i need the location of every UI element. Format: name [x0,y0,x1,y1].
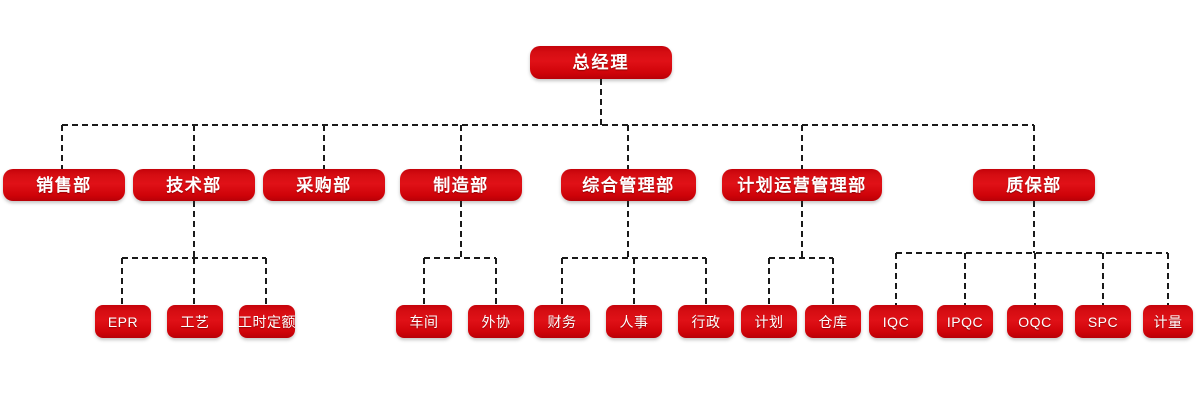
node-general-mgmt[interactable]: 综合管理部 [561,169,696,201]
node-general-mgmt-label: 综合管理部 [582,175,675,195]
node-root-label: 总经理 [572,53,630,72]
node-labor-quota[interactable]: 工时定额 [238,305,296,338]
node-oqc[interactable]: OQC [1007,305,1063,338]
node-process[interactable]: 工艺 [167,305,223,338]
node-sales[interactable]: 销售部 [3,169,125,201]
node-iqc[interactable]: IQC [869,305,923,338]
node-warehouse-label: 仓库 [818,313,848,330]
node-epr-label: EPR [107,313,139,330]
node-process-label: 工艺 [180,313,210,330]
node-epr[interactable]: EPR [95,305,151,338]
node-quality-label: 质保部 [1006,175,1062,195]
node-metrology[interactable]: 计量 [1143,305,1193,338]
node-metrology-label: 计量 [1153,313,1183,330]
node-quality[interactable]: 质保部 [973,169,1095,201]
node-plan[interactable]: 计划 [741,305,797,338]
node-warehouse[interactable]: 仓库 [805,305,861,338]
node-procurement[interactable]: 采购部 [263,169,385,201]
node-finance-label: 财务 [547,313,577,330]
node-ipqc-label: IPQC [946,313,984,330]
node-iqc-label: IQC [882,313,910,330]
node-manufacture-label: 制造部 [433,175,489,195]
node-procurement-label: 采购部 [296,175,352,195]
node-hr-label: 人事 [619,313,649,330]
node-technology[interactable]: 技术部 [133,169,255,201]
node-outsourcing-label: 外协 [481,313,511,330]
node-finance[interactable]: 财务 [534,305,590,338]
node-planning-ops[interactable]: 计划运营管理部 [722,169,882,201]
node-plan-label: 计划 [754,313,784,330]
node-technology-label: 技术部 [166,175,222,195]
node-workshop-label: 车间 [409,313,439,330]
node-spc[interactable]: SPC [1075,305,1131,338]
node-workshop[interactable]: 车间 [396,305,452,338]
node-root[interactable]: 总经理 [530,46,672,79]
node-manufacture[interactable]: 制造部 [400,169,522,201]
node-spc-label: SPC [1087,313,1119,330]
node-outsourcing[interactable]: 外协 [468,305,524,338]
node-sales-label: 销售部 [36,175,92,195]
node-labor-quota-label: 工时定额 [238,313,296,330]
node-ipqc[interactable]: IPQC [937,305,993,338]
node-admin[interactable]: 行政 [678,305,734,338]
node-hr[interactable]: 人事 [606,305,662,338]
node-planning-ops-label: 计划运营管理部 [737,175,867,195]
node-admin-label: 行政 [691,313,721,330]
node-oqc-label: OQC [1018,313,1052,330]
